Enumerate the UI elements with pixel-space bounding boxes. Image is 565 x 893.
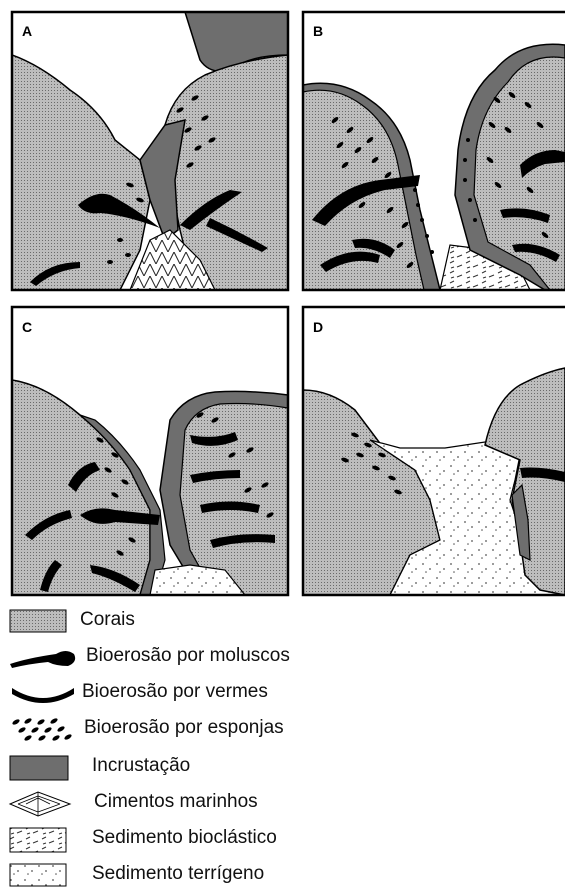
legend-label-worms: Bioerosão por vermes [82,681,268,703]
worm-boring-icon [8,680,78,706]
terrigenous-sediment-swatch-icon [8,862,72,890]
marine-cement-icon [8,790,78,818]
legend-item-molluscs: Bioerosão por moluscos [0,640,565,672]
panel-b-label: B [313,23,323,39]
legend-label-marine-cements: Cimentos marinhos [94,791,258,813]
corals-swatch-icon [8,608,70,634]
panel-c: C [12,307,288,595]
legend-label-encrustation: Incrustação [92,755,190,777]
panel-c-label: C [22,319,32,335]
panel-a: A [12,12,288,290]
sponge-boring-icon [8,716,78,744]
legend-item-marine-cements: Cimentos marinhos [0,786,565,818]
legend-item-worms: Bioerosão por vermes [0,676,565,708]
encrustation-swatch-icon [8,754,72,782]
bioclastic-sediment-swatch-icon [8,826,72,854]
legend-label-sponges: Bioerosão por esponjas [84,717,284,739]
legend-label-bioclastic-sediment: Sedimento bioclástico [92,827,277,849]
legend-label-molluscs: Bioerosão por moluscos [86,645,290,667]
legend-label-corals: Corais [80,609,135,631]
legend-item-corals: Corais [0,604,565,636]
legend-item-terrigenous-sediment: Sedimento terrígeno [0,858,565,890]
reef-bioerosion-diagram: A [0,0,565,600]
panel-a-label: A [22,23,32,39]
legend-item-sponges: Bioerosão por esponjas [0,712,565,744]
panel-b: B [303,12,565,290]
panel-d: D [303,307,565,595]
legend-item-encrustation: Incrustação [0,750,565,782]
panel-d-label: D [313,319,323,335]
legend-item-bioclastic-sediment: Sedimento bioclástico [0,822,565,854]
mollusc-boring-icon [8,644,78,670]
legend-label-terrigenous-sediment: Sedimento terrígeno [92,863,264,885]
